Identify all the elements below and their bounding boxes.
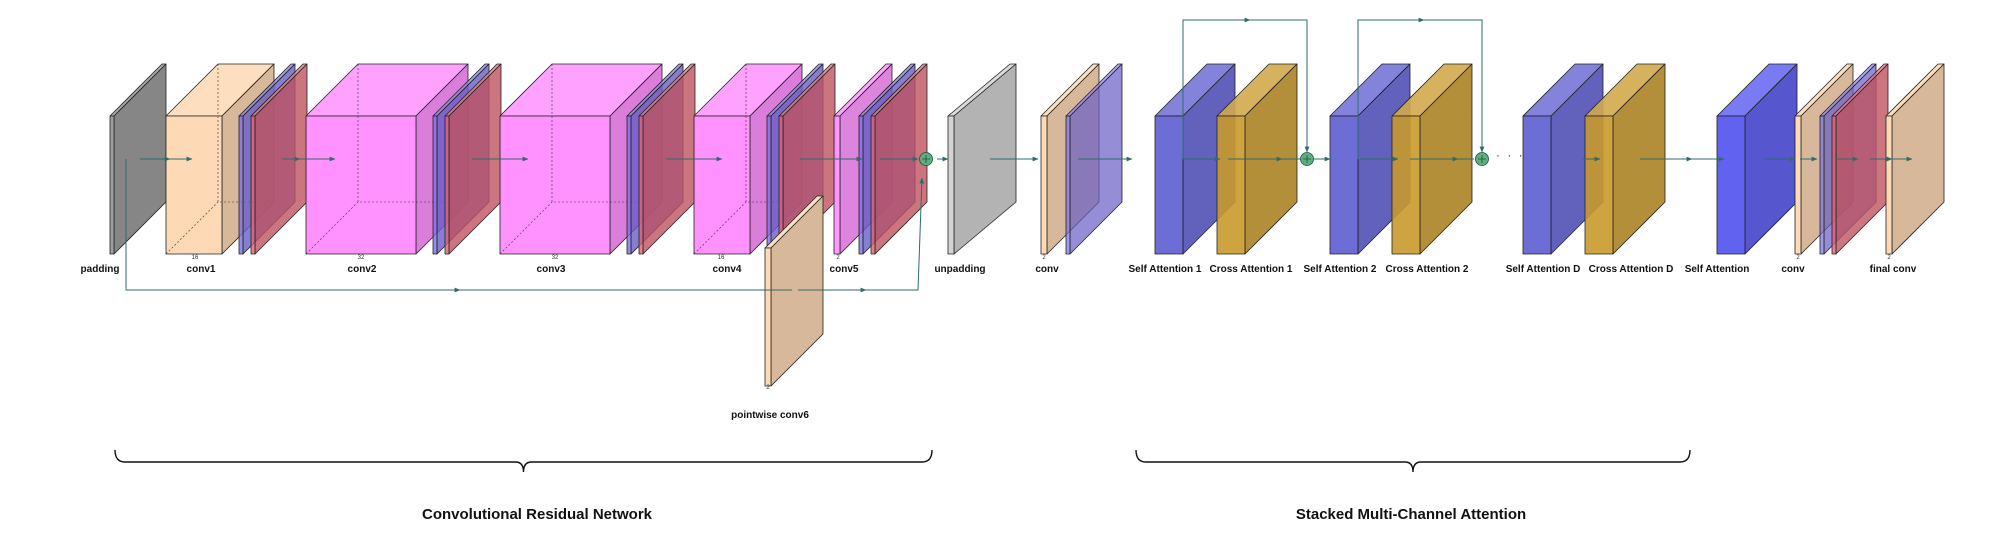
label-conv-b: conv xyxy=(1781,264,1805,275)
dim-final-conv: 2 xyxy=(1887,255,1891,261)
label-self-attention: Self Attention xyxy=(1684,264,1750,275)
brace-cnn xyxy=(114,449,933,473)
dim-pointwise-conv6: 2 xyxy=(766,385,770,391)
label-conv5: conv5 xyxy=(829,264,859,275)
label-conv4: conv4 xyxy=(712,264,742,275)
dim-conv-b: 2 xyxy=(1796,255,1800,261)
label-cross-attention-2: Cross Attention 2 xyxy=(1385,264,1469,275)
group-label-cnn: Convolutional Residual Network xyxy=(421,506,653,523)
dim-conv1: 16 xyxy=(191,255,199,261)
brace-attention xyxy=(1135,449,1691,473)
label-self-attention-1: Self Attention 1 xyxy=(1128,264,1202,275)
attn-loop-1b xyxy=(1250,19,1310,153)
label-final-conv: final conv xyxy=(1869,264,1917,275)
label-self-attention-d: Self Attention D xyxy=(1505,264,1581,275)
skip-path xyxy=(125,159,461,293)
final-conv-block xyxy=(1885,63,1945,255)
label-cross-attention-d: Cross Attention D xyxy=(1588,264,1674,275)
label-conv-a: conv xyxy=(1035,264,1059,275)
pointwise-conv6-block xyxy=(764,195,824,387)
ellipsis-more-blocks: · · · xyxy=(1496,148,1525,162)
dim-conv3: 32 xyxy=(551,255,559,261)
conv1-act-block xyxy=(250,63,308,255)
label-cross-attention-1: Cross Attention 1 xyxy=(1209,264,1293,275)
attn-loop-2 xyxy=(1357,17,1425,159)
label-conv1: conv1 xyxy=(186,264,216,275)
attn-loop-2b xyxy=(1424,19,1485,153)
dim-conv2: 32 xyxy=(357,255,365,261)
dim-conv-a: 2 xyxy=(1042,255,1046,261)
label-pointwise-conv6: pointwise conv6 xyxy=(731,410,809,421)
label-conv3: conv3 xyxy=(536,264,566,275)
label-self-attention-2: Self Attention 2 xyxy=(1303,264,1377,275)
label-conv2: conv2 xyxy=(347,264,377,275)
sum-junction-cnn xyxy=(919,152,933,166)
skip-path-d xyxy=(866,177,925,291)
label-padding: padding xyxy=(80,264,120,275)
unpadding-block xyxy=(947,63,1017,255)
dim-conv4: 16 xyxy=(717,255,725,261)
sum-junction-attn-2 xyxy=(1475,152,1489,166)
group-label-attention: Stacked Multi-Channel Attention xyxy=(1295,506,1527,523)
label-unpadding: unpadding xyxy=(934,264,986,275)
dim-conv5: 2 xyxy=(836,255,840,261)
cross-attention-d-block xyxy=(1584,63,1666,255)
attn-loop-1 xyxy=(1182,17,1251,159)
sum-junction-attn-1 xyxy=(1300,152,1314,166)
conv-b-act-block xyxy=(1831,63,1889,255)
